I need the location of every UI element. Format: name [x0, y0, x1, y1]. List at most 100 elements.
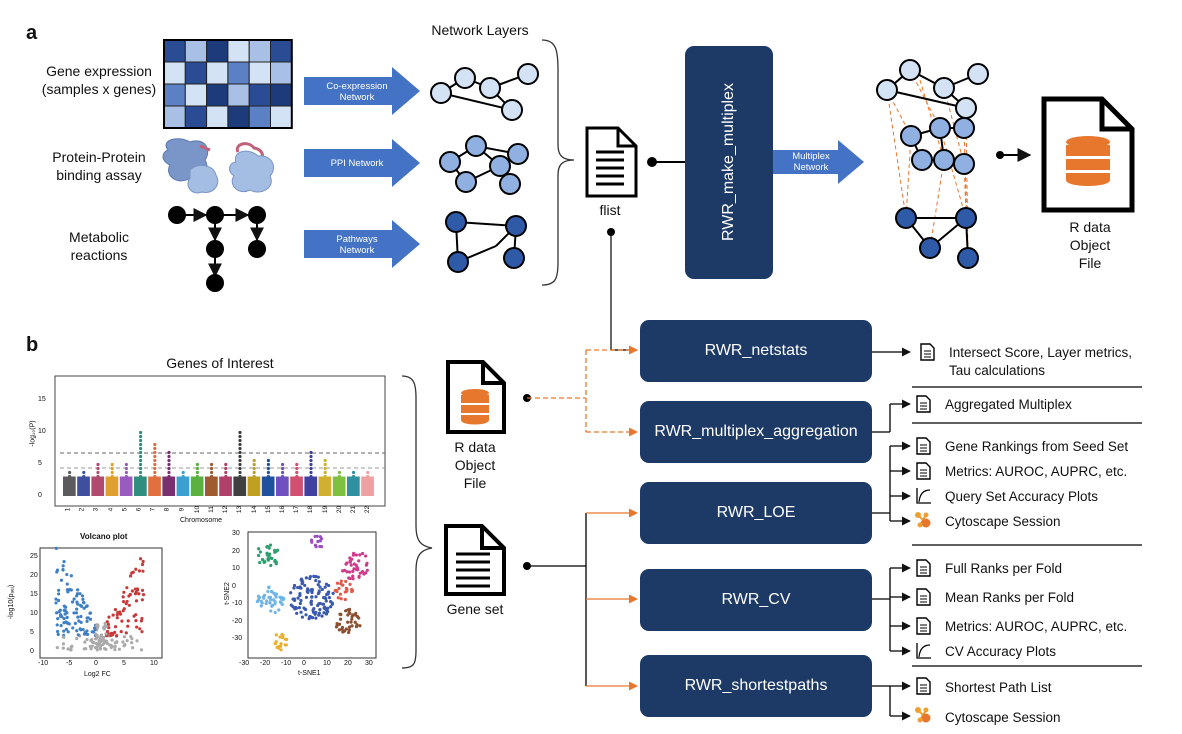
volcano-point	[79, 614, 83, 619]
manhattan-band	[162, 476, 176, 496]
volcano-xtick: 5	[122, 660, 126, 667]
tsne-point	[285, 637, 289, 642]
volcano-point	[139, 619, 144, 623]
manhattan-point	[167, 466, 171, 471]
volcano-point	[65, 615, 69, 620]
manhattan-point	[238, 434, 242, 439]
volcano-point	[63, 612, 67, 616]
heatmap-cell	[184, 39, 208, 63]
volcano-point	[115, 633, 119, 638]
tsne-point	[304, 595, 309, 599]
tsne-point	[327, 596, 332, 600]
volcano-point	[121, 600, 126, 604]
tsne-point	[314, 610, 318, 615]
manhattan-band	[119, 476, 133, 496]
manhattan-band	[247, 476, 261, 496]
manhattan-point	[295, 466, 299, 471]
gene-expression-label: Gene expression(samples x genes)	[41, 63, 157, 97]
tsne-xtick: -30	[239, 660, 250, 667]
ppi-arrow-label: PPI Network	[330, 158, 384, 169]
manhattan-point	[281, 462, 285, 467]
tsne-point	[259, 599, 263, 603]
tsne-xtick: -20	[260, 660, 271, 667]
manhattan-xtick: 1	[64, 507, 72, 512]
volcano-point	[88, 617, 93, 621]
manhattan-point	[366, 474, 370, 479]
volcano-point	[84, 647, 88, 651]
volcano-point	[135, 625, 139, 629]
tsne-point	[335, 622, 339, 626]
manhattan-point	[309, 466, 313, 471]
output-netstats-1: Intersect Score, Layer metrics,	[949, 345, 1133, 360]
volcano-point	[61, 635, 65, 639]
manhattan-point	[323, 466, 327, 471]
tsne-point	[312, 607, 316, 611]
rwr-loe-box: RWR_LOE	[640, 482, 872, 544]
manhattan-band	[233, 476, 247, 496]
tsne-point	[273, 602, 277, 606]
tsne-point	[364, 554, 368, 558]
tsne-point	[340, 625, 345, 630]
tsne-point	[350, 624, 354, 628]
manhattan-point	[224, 466, 228, 471]
tsne-point	[343, 597, 347, 602]
volcano-point	[138, 557, 143, 561]
manhattan-point	[295, 462, 299, 467]
volcano-point	[57, 598, 61, 603]
volcano-point	[82, 632, 87, 636]
volcano-point	[115, 616, 119, 620]
heatmap-cell	[206, 39, 229, 63]
tsne-point	[277, 645, 281, 649]
tsne-point	[346, 630, 351, 635]
volcano-point	[115, 613, 119, 617]
tsne-point	[343, 629, 347, 633]
tsne-point	[257, 595, 262, 600]
heatmap-cell	[270, 105, 293, 129]
volcano-point	[85, 619, 89, 623]
tsne-ytick: -20	[232, 617, 243, 625]
manhattan-point	[82, 474, 86, 479]
volcano-point	[93, 637, 98, 641]
tsne-xtick: 10	[323, 660, 331, 667]
network-layers-brace	[541, 39, 575, 286]
tsne-point	[270, 590, 274, 594]
manhattan-point	[238, 446, 242, 451]
tsne-point	[315, 534, 319, 538]
manhattan-point	[238, 470, 242, 475]
manhattan-point	[139, 446, 143, 451]
tsne-point	[296, 585, 300, 590]
tsne-point	[298, 585, 302, 589]
manhattan-point	[210, 474, 214, 479]
tsne-point	[310, 588, 314, 592]
tsne-point	[296, 596, 300, 600]
manhattan-xtick: 14	[250, 505, 258, 514]
manhattan-point	[323, 462, 327, 467]
volcano-point	[141, 569, 145, 573]
tsne-point	[295, 611, 299, 615]
manhattan-point	[195, 474, 199, 479]
manhattan-point	[96, 462, 100, 467]
tsne-point	[258, 550, 263, 554]
heatmap-cell	[163, 105, 186, 129]
manhattan-band	[91, 476, 105, 496]
manhattan-point	[167, 470, 171, 475]
volcano-point	[101, 625, 106, 630]
manhattan-point	[352, 474, 356, 479]
volcano-point	[62, 616, 66, 621]
volcano-point	[62, 560, 66, 564]
tsne-point	[269, 598, 273, 602]
tsne-point	[300, 615, 305, 619]
tsne-point	[261, 558, 265, 562]
cytoscape-icon	[915, 707, 931, 723]
tsne-point	[344, 579, 348, 583]
tsne-point	[318, 535, 323, 539]
volcano-point	[61, 564, 65, 568]
tsne-point	[353, 620, 357, 624]
manhattan-point	[181, 470, 185, 475]
tsne-point	[339, 597, 343, 601]
manhattan-xtick: 2	[78, 507, 86, 512]
make-multiplex-label: RWR_make_multiplex	[720, 83, 737, 241]
volcano-point	[62, 608, 66, 612]
manhattan-point	[224, 474, 228, 479]
output-icons	[915, 343, 935, 723]
